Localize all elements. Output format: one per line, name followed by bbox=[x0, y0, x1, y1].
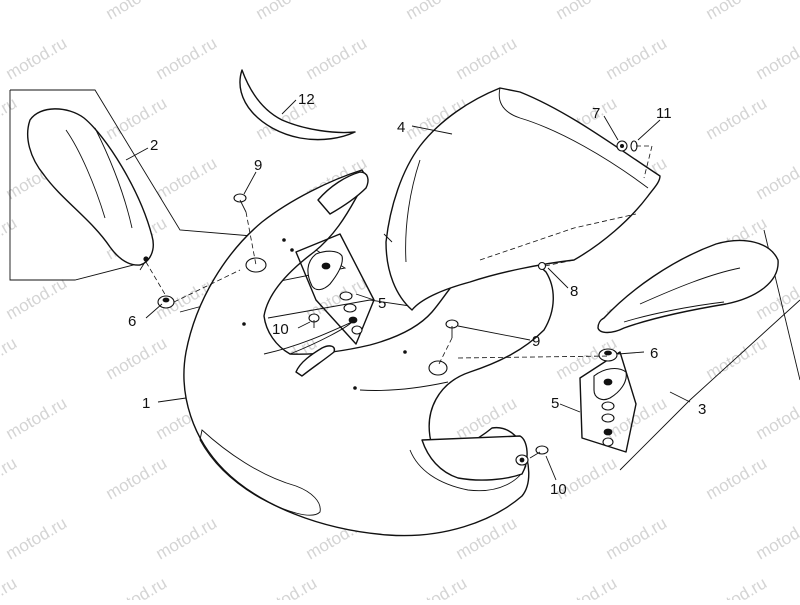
callout-5-left: 5 bbox=[378, 295, 386, 312]
watermark-text: motod.ru bbox=[0, 573, 20, 600]
watermark-text: motod.ru bbox=[703, 453, 771, 503]
watermark-text: motod.ru bbox=[453, 33, 521, 83]
callout-11: 11 bbox=[656, 105, 672, 122]
callout-10-right: 10 bbox=[550, 481, 567, 498]
watermark-text: motod.ru bbox=[0, 453, 20, 503]
watermark-text: motod.ru bbox=[0, 0, 20, 23]
callout-9-center: 9 bbox=[532, 333, 540, 350]
callout-8: 8 bbox=[570, 283, 578, 300]
watermark-text: motod.ru bbox=[553, 573, 621, 600]
grommet-right-part-6 bbox=[599, 349, 617, 361]
watermark-text: motod.ru bbox=[103, 333, 171, 383]
watermark-text: motod.ru bbox=[553, 0, 621, 23]
watermark-text: motod.ru bbox=[753, 513, 800, 563]
watermark-text: motod.ru bbox=[603, 33, 671, 83]
watermark-text: motod.ru bbox=[153, 153, 221, 203]
screw-right-part-10 bbox=[530, 446, 548, 458]
watermark-text: motod.ru bbox=[753, 153, 800, 203]
watermark-text: motod.ru bbox=[403, 573, 471, 600]
screw-left-part-10 bbox=[309, 314, 319, 328]
callout-10-left: 10 bbox=[272, 321, 289, 338]
callout-6-right: 6 bbox=[650, 345, 658, 362]
watermark-text: motod.ru bbox=[703, 93, 771, 143]
watermark-text: motod.ru bbox=[703, 573, 771, 600]
watermark-text: motod.ru bbox=[0, 333, 20, 383]
watermark-text: motod.ru bbox=[3, 513, 71, 563]
watermark-text: motod.ru bbox=[253, 0, 321, 23]
callout-3: 3 bbox=[698, 401, 706, 418]
watermark-text: motod.ru bbox=[103, 573, 171, 600]
grommet-left-part-6 bbox=[158, 296, 174, 308]
watermark-text: motod.ru bbox=[153, 33, 221, 83]
callout-9-upper: 9 bbox=[254, 157, 262, 174]
watermark-text: motod.ru bbox=[153, 513, 221, 563]
callout-7: 7 bbox=[592, 105, 600, 122]
callout-1: 1 bbox=[142, 395, 150, 412]
watermark-text: motod.ru bbox=[303, 33, 371, 83]
callout-12: 12 bbox=[298, 91, 315, 108]
callout-4: 4 bbox=[397, 119, 405, 136]
watermark-text: motod.ru bbox=[3, 33, 71, 83]
watermark-text: motod.ru bbox=[3, 273, 71, 323]
watermark-text: motod.ru bbox=[103, 0, 171, 23]
watermark-text: motod.ru bbox=[3, 393, 71, 443]
callout-6-left: 6 bbox=[128, 313, 136, 330]
watermark-text: motod.ru bbox=[603, 513, 671, 563]
watermark-text: motod.ru bbox=[403, 0, 471, 23]
watermark-text: motod.ru bbox=[703, 0, 771, 23]
callout-2: 2 bbox=[150, 137, 158, 154]
washer-part-7 bbox=[617, 141, 627, 151]
watermark-text: motod.ru bbox=[253, 573, 321, 600]
watermark-text: motod.ru bbox=[103, 453, 171, 503]
callout-5-right: 5 bbox=[551, 395, 559, 412]
watermark-text: motod.ru bbox=[753, 393, 800, 443]
watermark-text: motod.ru bbox=[753, 33, 800, 83]
